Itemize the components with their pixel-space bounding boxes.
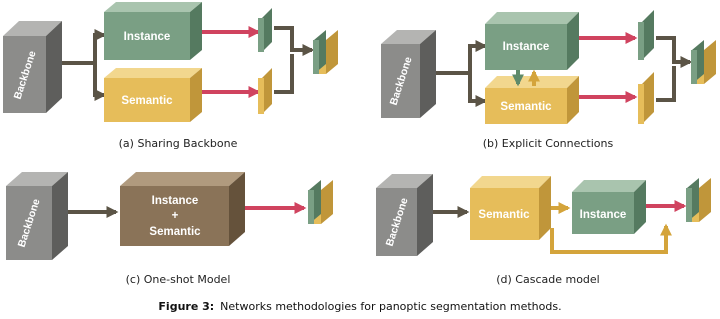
oneshot-semantic-label: Semantic <box>149 226 201 238</box>
semantic-label: Semantic <box>121 95 173 107</box>
panel-d: Backbone Semantic Instance (d) Cascade m… <box>376 174 711 286</box>
panoptic-output-block <box>691 40 716 84</box>
instance-label: Instance <box>580 209 627 221</box>
instance-label: Instance <box>503 41 550 53</box>
instance-block: Instance <box>104 2 202 60</box>
caption-d: (d) Cascade model <box>496 273 600 286</box>
backbone-to-semantic-arrow <box>93 63 107 101</box>
figure-caption-text: Networks methodologies for panoptic segm… <box>220 300 561 313</box>
semantic-block: Semantic <box>470 176 551 240</box>
semantic-output-slab <box>258 68 272 114</box>
caption-b: (b) Explicit Connections <box>483 137 614 150</box>
oneshot-instance-label: Instance <box>152 195 199 207</box>
panel-a: Backbone Instance Semantic <box>3 2 338 150</box>
oneshot-block: Instance + Semantic <box>120 172 245 246</box>
semantic-skip-arrow <box>550 223 672 254</box>
oneshot-plus-label: + <box>172 210 179 222</box>
merge-arrow-bottom <box>274 54 294 94</box>
merge-arrow-top <box>274 26 315 56</box>
panel-b: Backbone Instance Semantic <box>381 10 716 150</box>
semantic-block: Semantic <box>104 68 202 122</box>
panoptic-output-block <box>686 178 711 222</box>
backbone-block: Backbone <box>6 172 68 260</box>
panel-c: Backbone Instance + Semantic (c) One-sho… <box>6 172 333 286</box>
backbone-to-instance-arrow <box>436 40 488 75</box>
backbone-block: Backbone <box>3 21 62 113</box>
figure-caption: Figure 3: Networks methodologies for pano… <box>158 300 561 313</box>
instance-output-slab <box>258 8 272 52</box>
backbone-block: Backbone <box>376 174 433 256</box>
semantic-block: Semantic <box>485 76 579 124</box>
caption-a: (a) Sharing Backbone <box>119 137 238 150</box>
merge-arrow-top <box>656 36 693 68</box>
backbone-to-instance-arrow <box>62 29 107 65</box>
semantic-label: Semantic <box>500 101 552 113</box>
instance-output-slab <box>638 10 654 60</box>
panoptic-output-block <box>313 30 338 74</box>
panoptic-output-block <box>308 180 333 224</box>
caption-c: (c) One-shot Model <box>126 273 231 286</box>
instance-label: Instance <box>124 31 171 43</box>
semantic-output-slab <box>638 72 654 124</box>
instance-block: Instance <box>572 180 646 234</box>
instance-block: Instance <box>485 12 579 70</box>
figure-caption-label: Figure 3: <box>158 300 214 313</box>
backbone-to-semantic-arrow <box>468 73 488 107</box>
merge-arrow-bottom <box>656 66 676 102</box>
semantic-label: Semantic <box>478 209 530 221</box>
backbone-block: Backbone <box>381 30 436 118</box>
